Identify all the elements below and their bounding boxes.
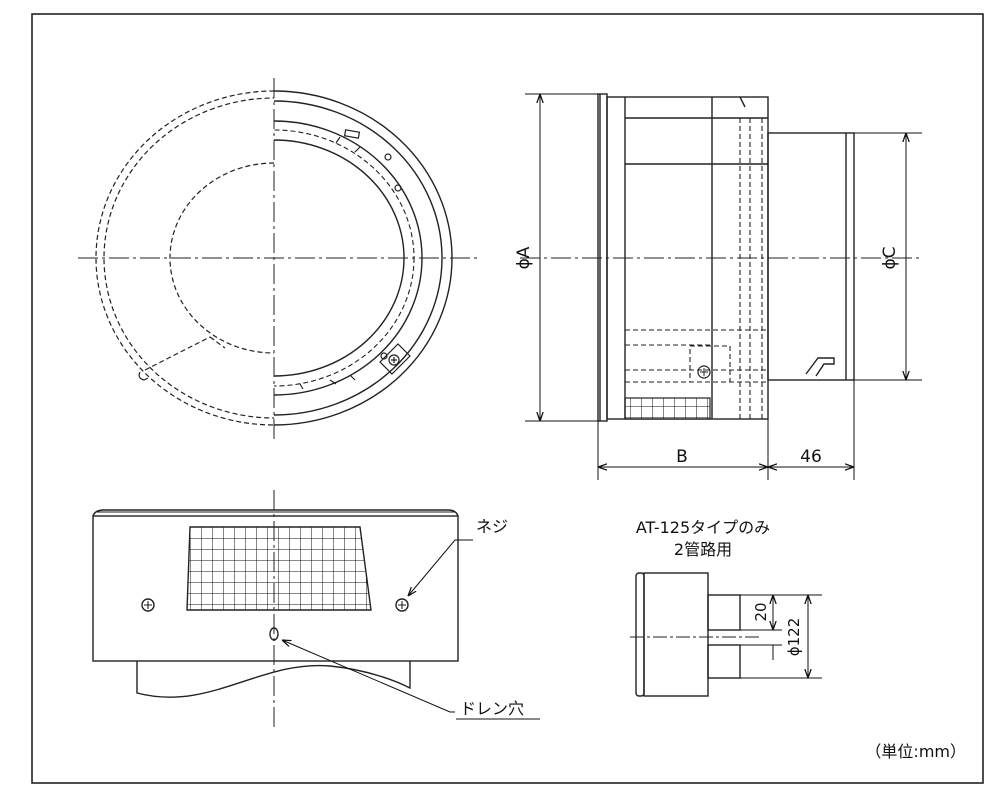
dim-20-label: 20	[752, 602, 770, 621]
screw-left-icon	[141, 598, 155, 612]
dim-46-label: 46	[800, 447, 822, 467]
type-note-line1: AT-125タイプのみ	[636, 518, 770, 537]
front-view	[78, 78, 478, 440]
dim-c-label: ϕC	[880, 246, 900, 269]
two-duct-dimensions	[740, 594, 822, 679]
screw-label: ネジ	[476, 517, 508, 536]
unit-label: （単位:mm）	[865, 742, 966, 761]
dim-b-label: B	[676, 447, 688, 467]
bottom-view	[92, 490, 459, 730]
side-view-dimensions	[525, 93, 922, 480]
screw-right-icon	[395, 598, 409, 612]
side-view	[520, 93, 920, 422]
two-duct-view	[630, 572, 760, 697]
drawing-frame	[31, 13, 984, 784]
dim-a-label: ϕA	[514, 246, 534, 269]
front-view-tab	[138, 371, 149, 381]
type-note-line2: 2管路用	[674, 540, 732, 559]
drain-hole-label: ドレン穴	[460, 699, 524, 718]
dim-122-label: ϕ122	[785, 618, 803, 657]
